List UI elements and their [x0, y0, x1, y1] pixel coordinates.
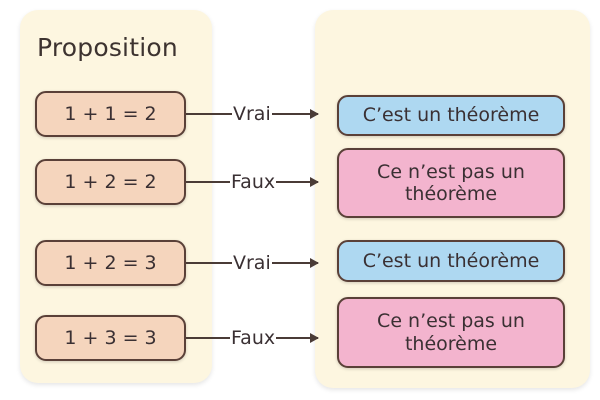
- connector-line: [186, 181, 230, 183]
- result-box-not-theorem[interactable]: Ce n’est pas un théorème: [337, 148, 565, 218]
- verdict-label: Faux: [231, 326, 276, 349]
- result-box-not-theorem[interactable]: Ce n’est pas un théorème: [337, 297, 565, 368]
- connector-arrow-icon: [276, 181, 319, 183]
- verdict-label: Faux: [231, 170, 276, 193]
- connector-line: [186, 113, 232, 115]
- proposition-box[interactable]: 1 + 2 = 3: [35, 240, 186, 286]
- connector-row-4: Faux: [186, 326, 339, 350]
- verdict-label: Vrai: [233, 251, 271, 274]
- connector-row-1: Vrai: [186, 102, 339, 126]
- result-box-theorem[interactable]: C’est un théorème: [337, 95, 565, 136]
- connector-row-3: Vrai: [186, 251, 339, 275]
- connector-arrow-icon: [271, 113, 318, 115]
- connector-arrow-icon: [276, 337, 319, 339]
- connector-line: [186, 262, 232, 264]
- proposition-box[interactable]: 1 + 2 = 2: [35, 159, 186, 205]
- verdict-label: Vrai: [233, 102, 271, 125]
- connector-arrow-icon: [271, 262, 318, 264]
- proposition-box[interactable]: 1 + 1 = 2: [35, 91, 186, 137]
- result-box-theorem[interactable]: C’est un théorème: [337, 240, 565, 282]
- proposition-box[interactable]: 1 + 3 = 3: [35, 315, 186, 361]
- connector-row-2: Faux: [186, 170, 339, 194]
- connector-line: [186, 337, 230, 339]
- page-title: Proposition: [37, 33, 178, 62]
